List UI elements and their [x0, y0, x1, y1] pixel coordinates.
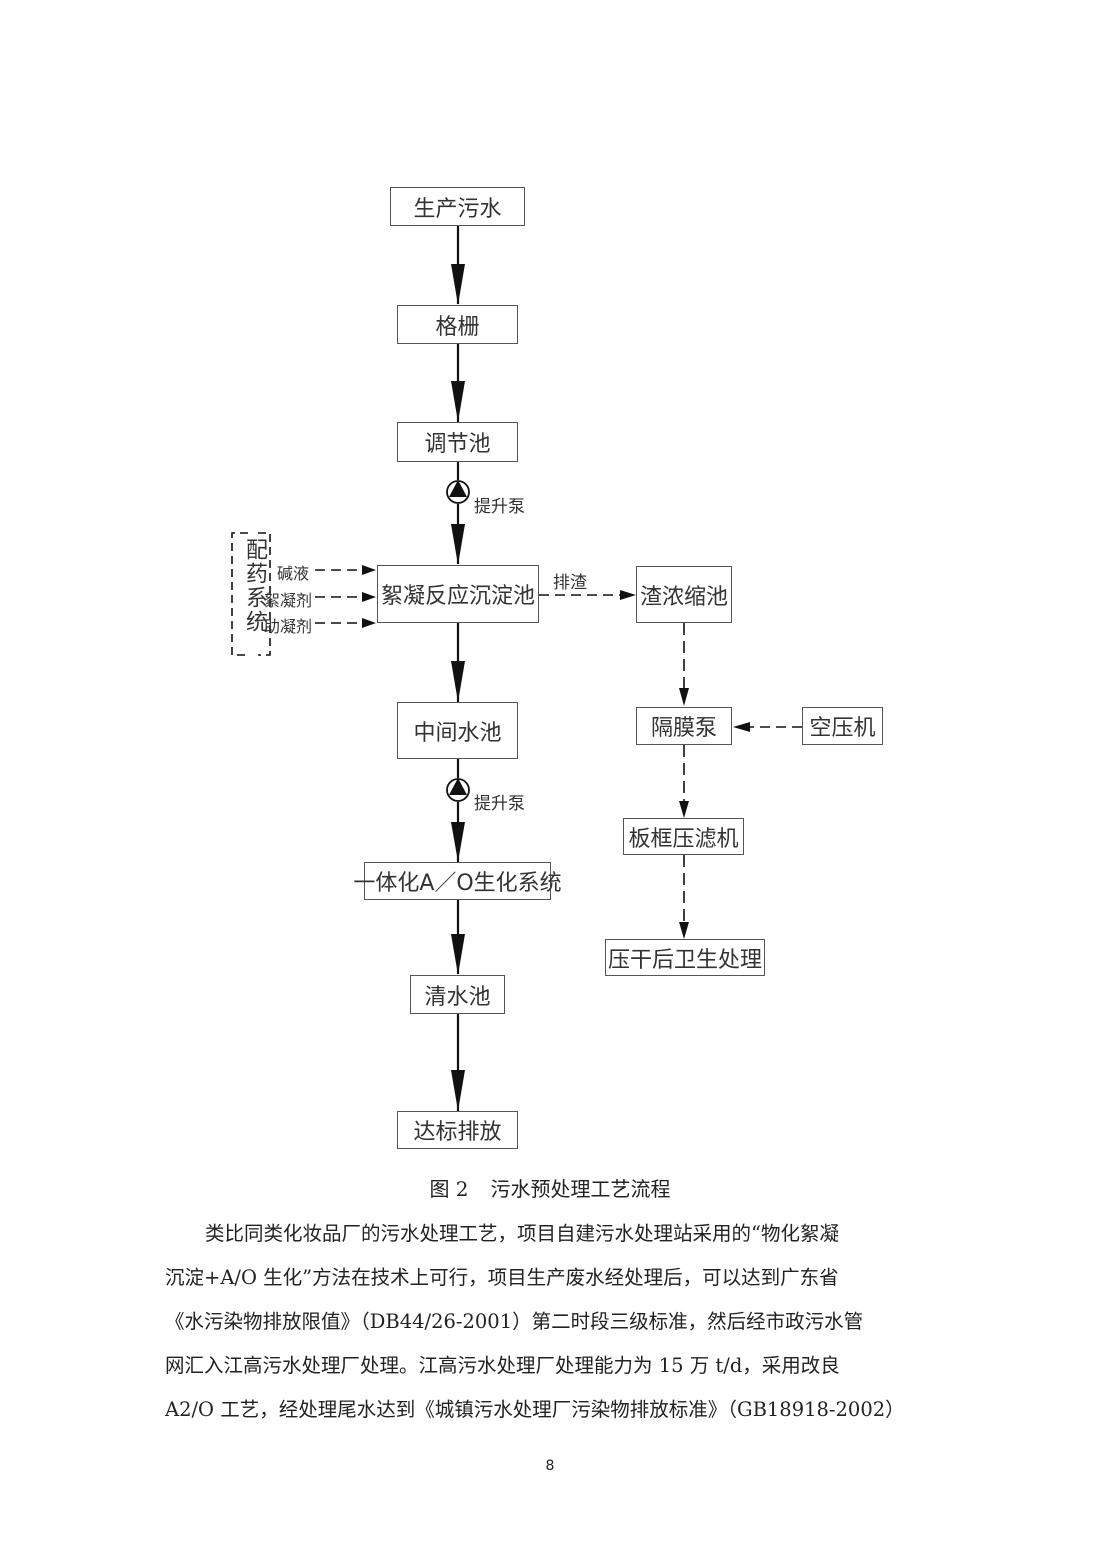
arrow-compressor-to-pump [733, 722, 802, 732]
arrowhead-pump1-to-coagulation [451, 524, 465, 565]
body-line-1: 类比同类化妆品厂的污水处理工艺，项目自建污水处理站采用的“物化絮凝 [205, 1222, 839, 1245]
node-coagulation-tank: 絮凝反应沉淀池 [377, 565, 539, 623]
dosing-system-bracket-right [258, 532, 271, 656]
arrowhead-raw-to-screen [451, 264, 465, 305]
lift-pump-2-icon [446, 778, 470, 802]
label-lift-pump-1: 提升泵 [474, 497, 525, 517]
arrowhead-coagulation-to-intermediate [451, 661, 465, 702]
dosing-arrow-coagulant-aid [315, 618, 376, 628]
arrowhead-pump2-to-ao [451, 822, 465, 862]
dosing-arrow-flocculant [315, 592, 376, 602]
arrowhead-screen-to-equalization [451, 381, 465, 422]
label-flocculant: 絮凝剂 [264, 591, 313, 610]
label-lift-pump-2: 提升泵 [474, 794, 525, 814]
node-raw-wastewater: 生产污水 [390, 187, 525, 226]
body-line-5: A2/O 工艺，经处理尾水达到《城镇污水处理厂污染物排放标准》（GB18918-… [165, 1398, 905, 1421]
dosing-arrow-alkali [315, 565, 376, 575]
node-screen: 格栅 [397, 305, 518, 344]
process-flow-diagram: 生产污水 格栅 调节池 絮凝反应沉淀池 中间水池 一体化A／O生化系统 清水池 … [231, 187, 883, 1149]
label-slag-discharge: 排渣 [553, 573, 587, 593]
label-coagulant-aid: 助凝剂 [264, 617, 313, 636]
node-dosing-system: 配药系统 [242, 538, 267, 634]
node-ao-system: 一体化A／O生化系统 [353, 862, 562, 900]
dosing-system-bracket [231, 532, 248, 656]
arrow-slag-discharge [539, 590, 636, 600]
body-line-3: 《水污染物排放限值》（DB44/26-2001）第二时段三级标准，然后经市政污水… [165, 1310, 864, 1333]
node-discharge: 达标排放 [397, 1111, 518, 1149]
node-intermediate-tank: 中间水池 [397, 702, 518, 759]
arrowhead-clearwater-to-discharge [451, 1070, 465, 1111]
flow-connectors [231, 226, 802, 1111]
body-line-2: 沉淀+A/O 生化”方法在技术上可行，项目生产废水经处理后，可以达到广东省 [165, 1266, 839, 1289]
node-sanitary-disposal: 压干后卫生处理 [605, 939, 765, 976]
page-number: 8 [545, 1458, 555, 1474]
node-clear-water-tank: 清水池 [410, 975, 505, 1014]
body-paragraph: 类比同类化妆品厂的污水处理工艺，项目自建污水处理站采用的“物化絮凝 沉淀+A/O… [165, 1212, 945, 1432]
node-air-compressor: 空压机 [802, 707, 883, 745]
node-filter-press: 板框压滤机 [623, 818, 744, 855]
node-equalization-tank: 调节池 [397, 422, 518, 462]
arrow-thickener-to-pump [679, 623, 689, 706]
figure-caption: 图 2 污水预处理工艺流程 [0, 1173, 1100, 1202]
arrow-pump-to-filterpress [679, 745, 689, 818]
arrowhead-ao-to-clearwater [451, 934, 465, 975]
body-line-4: 网汇入江高污水处理厂处理。江高污水处理厂处理能力为 15 万 t/d，采用改良 [165, 1354, 840, 1377]
node-diaphragm-pump: 隔膜泵 [636, 707, 732, 745]
label-alkali: 碱液 [277, 564, 310, 583]
node-sludge-thickener: 渣浓缩池 [636, 566, 732, 623]
lift-pump-1-icon [446, 480, 470, 504]
arrow-filterpress-to-disposal [679, 855, 689, 939]
figure-title: 污水预处理工艺流程 [490, 1177, 671, 1201]
figure-number: 图 2 [429, 1177, 469, 1201]
